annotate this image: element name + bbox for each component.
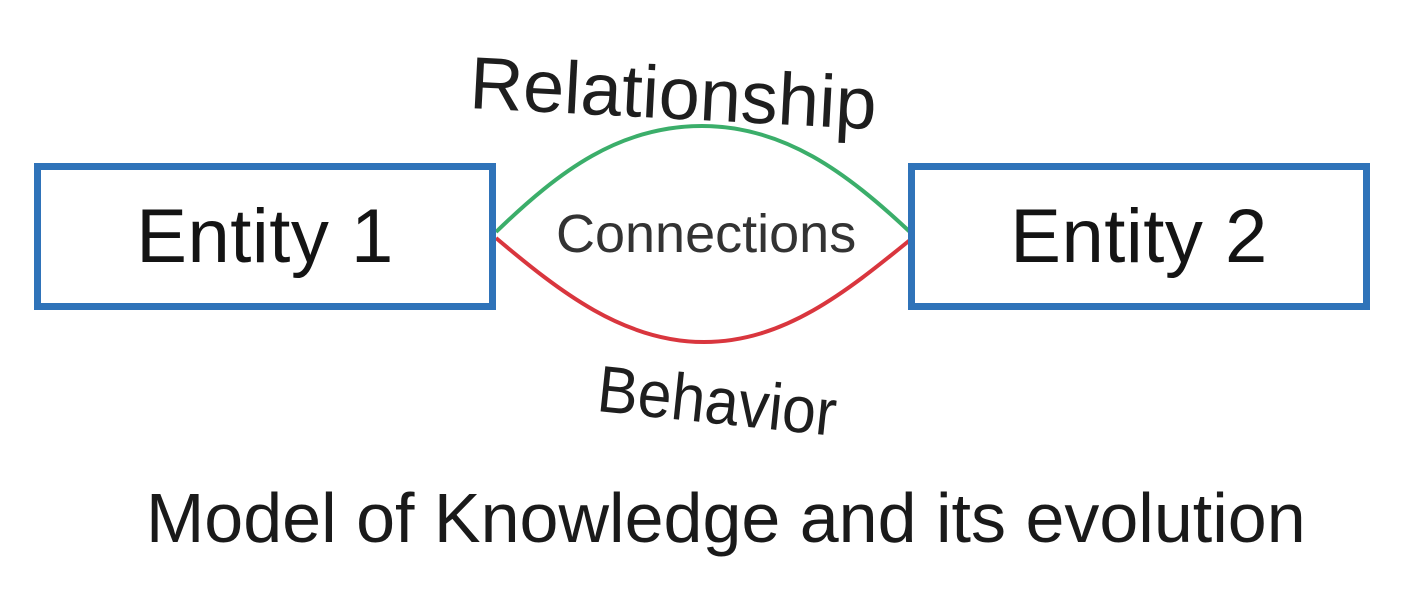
behavior-curve	[494, 236, 912, 345]
entity-1-label: Entity 1	[136, 194, 394, 279]
entity-2-box: Entity 2	[908, 163, 1370, 310]
diagram-caption: Model of Knowledge and its evolution	[146, 479, 1306, 557]
entity-2-label: Entity 2	[1010, 194, 1268, 279]
relationship-curve	[494, 123, 912, 234]
entity-1-box: Entity 1	[34, 163, 496, 310]
connections-label: Connections	[556, 204, 857, 264]
